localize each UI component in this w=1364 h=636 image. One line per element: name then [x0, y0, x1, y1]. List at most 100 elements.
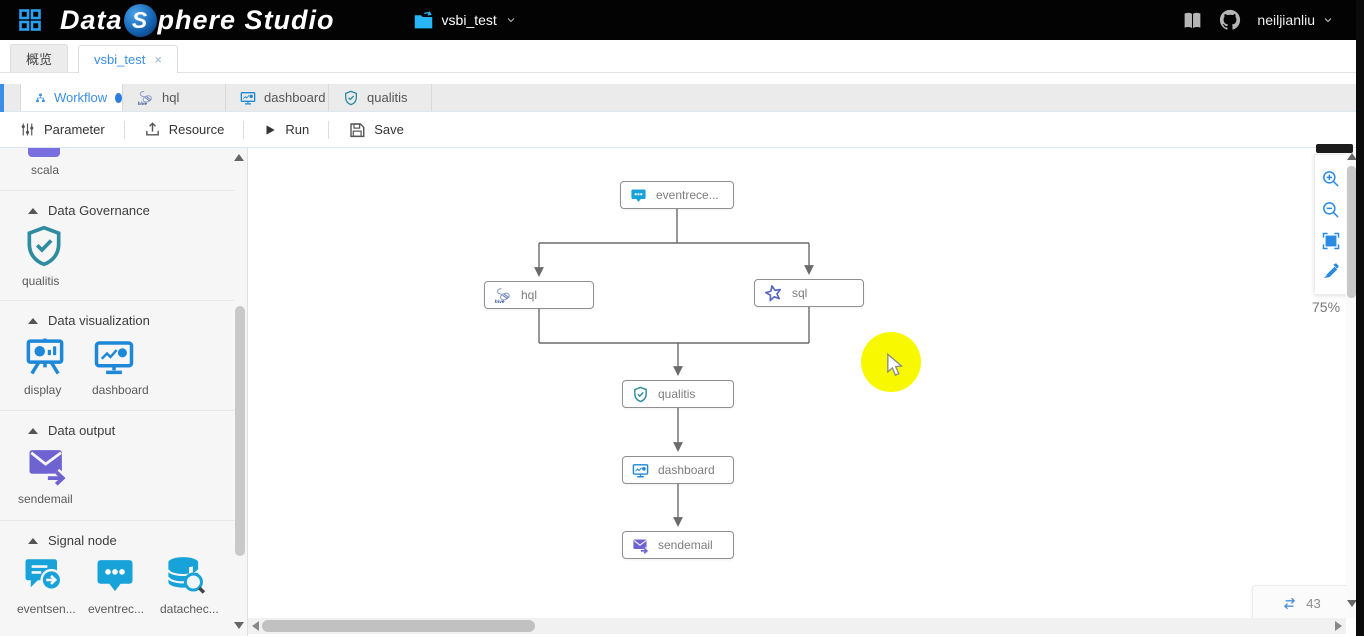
- horizontal-scroll-thumb[interactable]: [262, 620, 535, 632]
- sidebar-scrollbar[interactable]: [233, 148, 245, 636]
- fit-view-icon[interactable]: [1321, 231, 1341, 251]
- tab-qualitis[interactable]: qualitis: [329, 84, 432, 111]
- section-data-governance[interactable]: Data Governance: [28, 203, 150, 218]
- canvas-horizontal-scrollbar[interactable]: [248, 618, 1346, 634]
- node-dashboard[interactable]: dashboard: [622, 456, 734, 484]
- node-label: dashboard: [658, 463, 715, 477]
- hive-icon: [137, 89, 154, 106]
- zoom-out-icon[interactable]: [1321, 200, 1341, 220]
- palette-item-label: dashboard: [92, 383, 149, 397]
- tab-workspace-label: vsbi_test: [94, 51, 146, 67]
- scala-icon[interactable]: [28, 148, 60, 157]
- node-label: eventrece...: [656, 188, 719, 202]
- save-label: Save: [374, 122, 404, 137]
- palette-item-sendemail[interactable]: sendemail: [18, 444, 73, 506]
- scroll-left-icon[interactable]: [252, 621, 259, 631]
- section-title: Data output: [48, 423, 116, 438]
- scroll-down-icon[interactable]: [1347, 600, 1357, 607]
- section-title: Data visualization: [48, 313, 150, 328]
- palette-item-dashboard[interactable]: dashboard: [92, 336, 149, 397]
- node-sendemail[interactable]: sendemail: [622, 531, 734, 559]
- scroll-right-icon[interactable]: [1335, 621, 1342, 631]
- tab-dashboard[interactable]: dashboard: [226, 84, 329, 111]
- tab-workspace[interactable]: vsbi_test ×: [78, 45, 178, 73]
- palette-item-qualitis[interactable]: qualitis: [22, 224, 66, 288]
- project-selector[interactable]: vsbi_test: [413, 10, 517, 31]
- section-data-output[interactable]: Data output: [28, 423, 115, 438]
- logo-s: S: [131, 6, 149, 33]
- collapse-caret-icon: [28, 537, 38, 544]
- palette-item-datachecker[interactable]: datachec...: [160, 554, 219, 616]
- scroll-down-icon[interactable]: [234, 622, 244, 629]
- section-title: Signal node: [48, 533, 117, 548]
- node-label: hql: [521, 288, 538, 302]
- palette-item-eventsender[interactable]: eventsen...: [17, 554, 76, 616]
- upload-icon: [144, 121, 161, 138]
- parameter-button[interactable]: Parameter: [0, 121, 124, 138]
- scroll-up-icon[interactable]: [1347, 153, 1357, 160]
- github-icon[interactable]: [1219, 9, 1241, 31]
- node-sql[interactable]: sql: [754, 279, 864, 307]
- vertical-scroll-thumb[interactable]: [1347, 166, 1356, 298]
- mail-send-icon: [632, 537, 649, 554]
- format-brush-icon[interactable]: [1321, 262, 1340, 281]
- resource-button[interactable]: Resource: [125, 121, 244, 138]
- sitemap-icon: [35, 90, 46, 106]
- chevron-down-icon: [505, 14, 517, 26]
- shield-check-icon: [343, 90, 359, 106]
- collapse-caret-icon: [28, 207, 38, 214]
- section-data-visualization[interactable]: Data visualization: [28, 313, 150, 328]
- palette-item-label: datachec...: [160, 602, 219, 616]
- spark-star-icon: [764, 284, 783, 303]
- scrollbar-top-thumb[interactable]: [1316, 144, 1353, 153]
- docs-book-icon[interactable]: [1182, 10, 1203, 31]
- section-signal-node[interactable]: Signal node: [28, 533, 117, 548]
- palette-item-eventreceiver[interactable]: eventrec...: [88, 554, 144, 616]
- app-grid-icon[interactable]: [18, 8, 42, 32]
- folder-icon: [413, 10, 434, 31]
- palette-item-label: display: [24, 383, 62, 397]
- canvas-vertical-scrollbar[interactable]: [1346, 148, 1357, 618]
- bubble-dots-icon: [630, 187, 647, 204]
- run-button[interactable]: Run: [244, 122, 328, 137]
- tab-hql[interactable]: hql: [123, 84, 226, 111]
- workflow-toolbar: Parameter Resource Run Save: [0, 112, 1356, 148]
- swap-arrows-icon: [1281, 595, 1298, 612]
- sidebar-scroll-thumb[interactable]: [235, 306, 245, 556]
- monitor-chart-icon: [632, 462, 649, 479]
- workflow-edges: [534, 208, 814, 527]
- save-button[interactable]: Save: [329, 121, 423, 139]
- edge-counter-badge[interactable]: 43: [1252, 585, 1346, 618]
- tab-overview[interactable]: 概览: [10, 44, 69, 72]
- user-menu[interactable]: neiljianliu: [1257, 12, 1334, 28]
- palette-item-scala-label[interactable]: scala: [31, 163, 60, 177]
- tab-hql-label: hql: [162, 90, 180, 105]
- run-label: Run: [285, 122, 310, 137]
- logo-text-2: phere Studio: [157, 4, 335, 35]
- tab-workflow[interactable]: Workflow: [20, 84, 123, 111]
- node-hql[interactable]: hql: [484, 281, 594, 309]
- database-check-icon: [164, 554, 206, 596]
- active-edge-indicator: [0, 84, 4, 112]
- node-palette-sidebar: scala Data Governance qualitis Data visu…: [0, 148, 248, 636]
- tab-workflow-label: Workflow: [53, 90, 108, 105]
- zoom-level: 75%: [1312, 299, 1341, 315]
- scroll-up-icon[interactable]: [234, 154, 244, 161]
- section-title: Data Governance: [48, 203, 150, 218]
- zoom-in-icon[interactable]: [1321, 169, 1341, 189]
- node-qualitis[interactable]: qualitis: [622, 380, 734, 408]
- node-eventreceiver[interactable]: eventrece...: [620, 181, 734, 209]
- logo-sphere: S: [123, 3, 157, 37]
- palette-item-display[interactable]: display: [24, 335, 66, 397]
- workflow-canvas[interactable]: eventrece... hql sql qualitis dashboard …: [248, 148, 1346, 618]
- close-icon[interactable]: ×: [154, 51, 162, 67]
- window-right-edge: [1356, 0, 1364, 636]
- bubble-send-icon: [22, 554, 64, 596]
- logo-text-1: Data: [60, 4, 123, 35]
- editor-tab-bar: Workflow hql dashboard qualitis: [0, 73, 1356, 112]
- tab-dashboard-label: dashboard: [264, 90, 326, 105]
- tab-qualitis-label: qualitis: [367, 90, 408, 105]
- node-label: sql: [792, 286, 808, 300]
- bubble-dots-icon: [94, 554, 136, 596]
